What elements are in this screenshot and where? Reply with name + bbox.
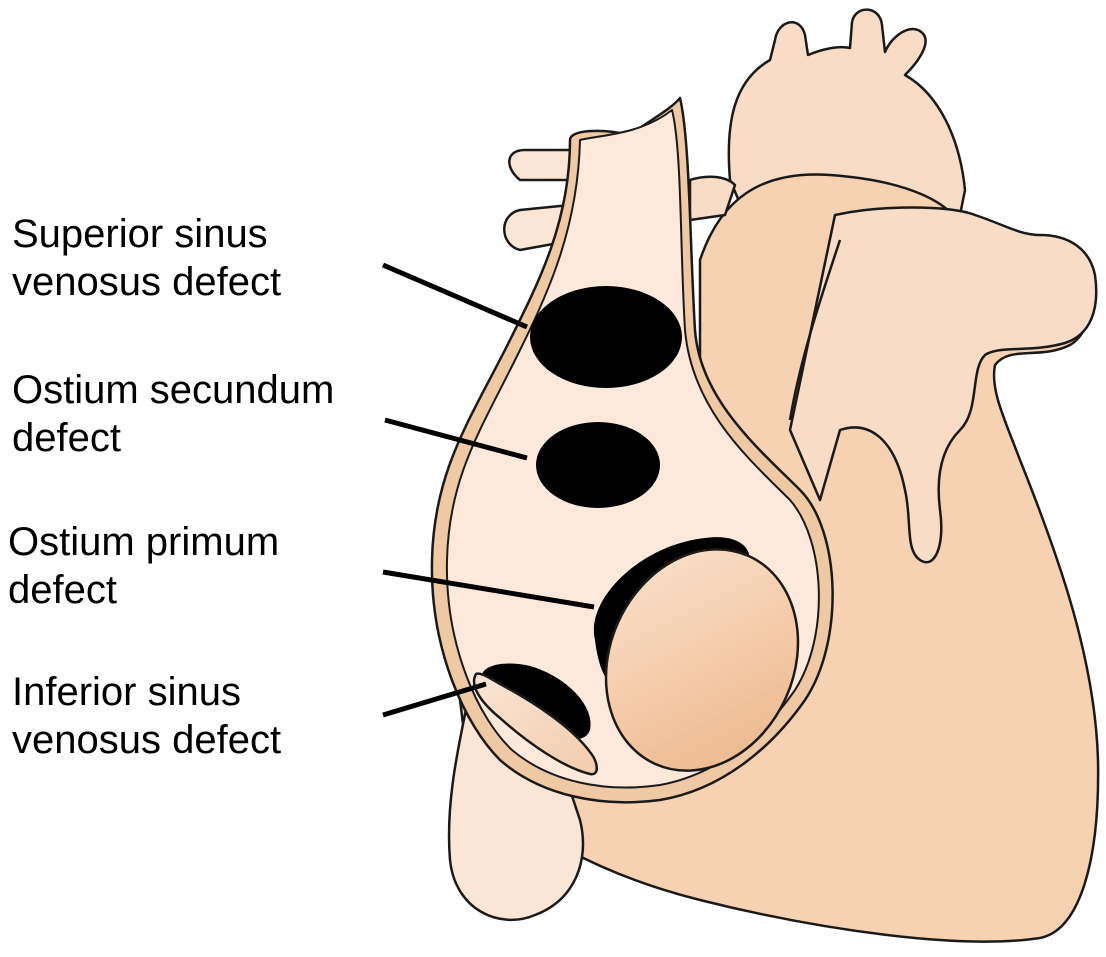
label-inferior-line1: Inferior sinus: [12, 668, 281, 716]
label-primum-line1: Ostium primum: [8, 518, 279, 566]
label-secundum-line1: Ostium secundum: [12, 366, 334, 414]
superior-sinus-venosus-defect: [530, 286, 682, 388]
label-primum-line2: defect: [8, 566, 279, 614]
label-secundum-line2: defect: [12, 414, 334, 462]
label-inferior-line2: venosus defect: [12, 716, 281, 764]
label-superior-line1: Superior sinus: [12, 210, 281, 258]
label-inferior-sinus-venosus-defect: Inferior sinus venosus defect: [12, 668, 281, 764]
label-superior-line2: venosus defect: [12, 258, 281, 306]
label-ostium-secundum-defect: Ostium secundum defect: [12, 366, 334, 462]
leader-line-superior: [383, 265, 527, 327]
ostium-secundum-defect: [536, 422, 660, 508]
label-ostium-primum-defect: Ostium primum defect: [8, 518, 279, 614]
label-superior-sinus-venosus-defect: Superior sinus venosus defect: [12, 210, 281, 306]
